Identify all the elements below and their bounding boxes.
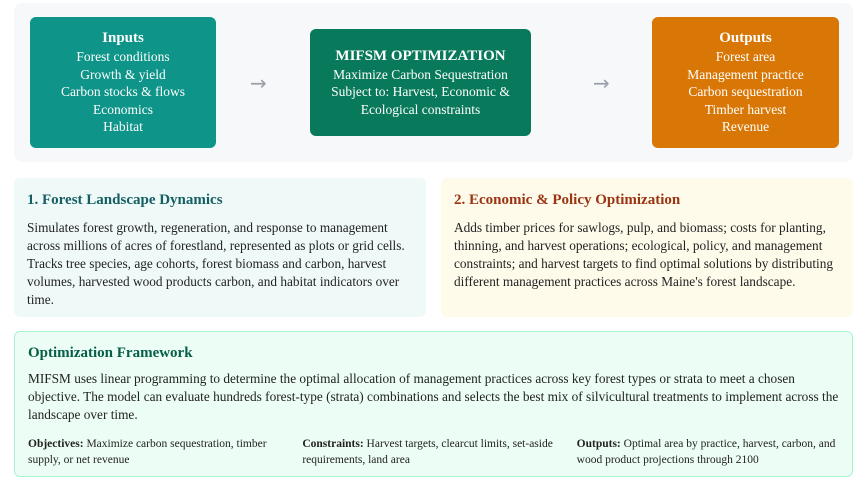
optimization-framework-panel: Optimization Framework MIFSM uses linear… (14, 331, 853, 477)
output-item: Revenue (721, 119, 770, 135)
optimization-line: Maximize Carbon Sequestration (333, 66, 508, 82)
column-text: Optimal area by practice, harvest, carbo… (576, 438, 836, 466)
optimization-title: MIFSM OPTIMIZATION (335, 47, 506, 64)
forest-landscape-panel: 1. Forest Landscape Dynamics Simulates f… (14, 178, 426, 317)
panel-text: Adds timber prices for sawlogs, pulp, an… (454, 220, 834, 289)
output-item: Forest area (715, 49, 776, 65)
panel-title: 1. Forest Landscape Dynamics (27, 192, 223, 208)
outputs-box: Outputs Forest area Management practice … (652, 17, 839, 148)
input-item: Habitat (103, 119, 143, 135)
outputs-column: Outputs: Optimal area by practice, harve… (577, 436, 839, 468)
optimization-box: MIFSM OPTIMIZATION Maximize Carbon Seque… (310, 29, 531, 136)
output-item: Timber harvest (704, 101, 787, 117)
input-item: Growth & yield (80, 66, 166, 82)
output-item: Carbon sequestration (688, 84, 803, 100)
column-label: Objectives: (28, 438, 84, 450)
column-text: Maximize carbon sequestration, timber su… (28, 438, 267, 466)
output-item: Management practice (687, 66, 804, 82)
inputs-box: Inputs Forest conditions Growth & yield … (30, 17, 216, 148)
input-item: Carbon stocks & flows (60, 84, 186, 100)
constraints-column: Constraints: Harvest targets, clearcut l… (302, 436, 564, 468)
optimization-line: Subject to: Harvest, Economic & (331, 84, 510, 100)
column-label: Constraints: (302, 438, 364, 450)
panel-text: Simulates forest growth, regeneration, a… (27, 220, 405, 307)
objectives-column: Objectives: Maximize carbon sequestratio… (28, 436, 290, 468)
input-item: Economics (93, 101, 153, 117)
column-label: Outputs: (576, 438, 621, 450)
panel-title: Optimization Framework (28, 345, 193, 361)
economic-policy-panel: 2. Economic & Policy Optimization Adds t… (441, 178, 853, 317)
input-item: Forest conditions (76, 49, 170, 65)
panel-title: 2. Economic & Policy Optimization (454, 192, 681, 208)
column-text: Harvest targets, clearcut limits, set-as… (302, 438, 553, 466)
optimization-line: Ecological constraints (360, 101, 481, 117)
arrow-right-icon: → (250, 71, 267, 95)
outputs-title: Outputs (719, 30, 772, 47)
panel-text: MIFSM uses linear programming to determi… (28, 371, 839, 422)
inputs-title: Inputs (102, 30, 144, 47)
arrow-right-icon: → (593, 71, 610, 95)
